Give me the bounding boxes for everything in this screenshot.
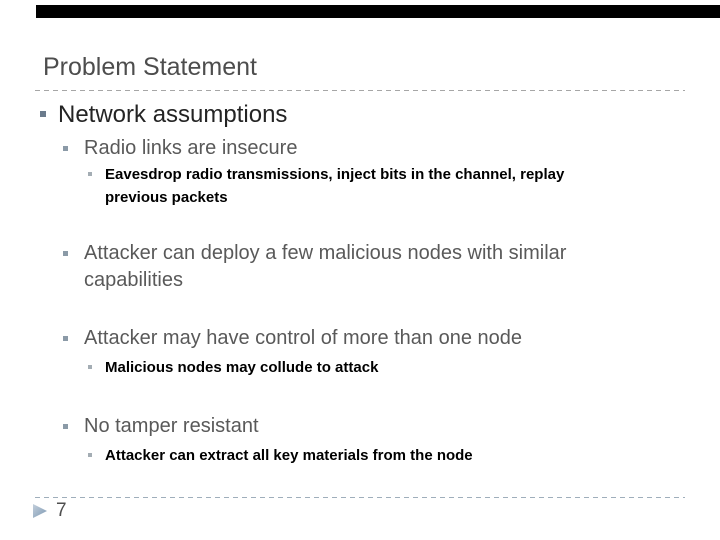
bullet-square-icon xyxy=(63,251,68,256)
bullet-square-icon xyxy=(63,424,68,429)
list-item-text: Network assumptions xyxy=(58,101,288,128)
slide-title: Problem Statement xyxy=(43,53,257,81)
list-item-text: Attacker can deploy a few malicious node… xyxy=(84,242,567,291)
list-item: Radio links are insecure xyxy=(63,135,624,162)
list-item: Malicious nodes may collude to attack xyxy=(88,356,625,379)
right-triangle-icon xyxy=(33,504,47,518)
list-item-text: Eavesdrop radio transmissions, inject bi… xyxy=(105,166,565,206)
list-item-text: No tamper resistant xyxy=(84,415,259,437)
bullet-square-icon xyxy=(40,111,46,117)
title-divider-dashed-line xyxy=(35,90,685,91)
bullet-square-icon xyxy=(88,453,92,457)
list-item-text: Attacker can extract all key materials f… xyxy=(105,447,473,464)
list-item-text: Malicious nodes may collude to attack xyxy=(105,359,379,376)
list-item: Attacker can extract all key materials f… xyxy=(88,444,625,467)
footer-divider-dashed-line xyxy=(35,497,685,498)
bullet-square-icon xyxy=(88,172,92,176)
list-item: Eavesdrop radio transmissions, inject bi… xyxy=(88,163,610,209)
list-item-text: Attacker may have control of more than o… xyxy=(84,327,523,349)
bullet-square-icon xyxy=(88,365,92,369)
bullet-square-icon xyxy=(63,146,68,151)
page-number: 7 xyxy=(56,500,67,521)
list-item: Attacker may have control of more than o… xyxy=(63,325,624,352)
list-item: Network assumptions xyxy=(40,100,618,130)
list-item: No tamper resistant xyxy=(63,413,624,440)
bullet-square-icon xyxy=(63,336,68,341)
list-item-text: Radio links are insecure xyxy=(84,137,298,159)
top-black-bar xyxy=(36,5,720,18)
list-item: Attacker can deploy a few malicious node… xyxy=(63,240,596,294)
